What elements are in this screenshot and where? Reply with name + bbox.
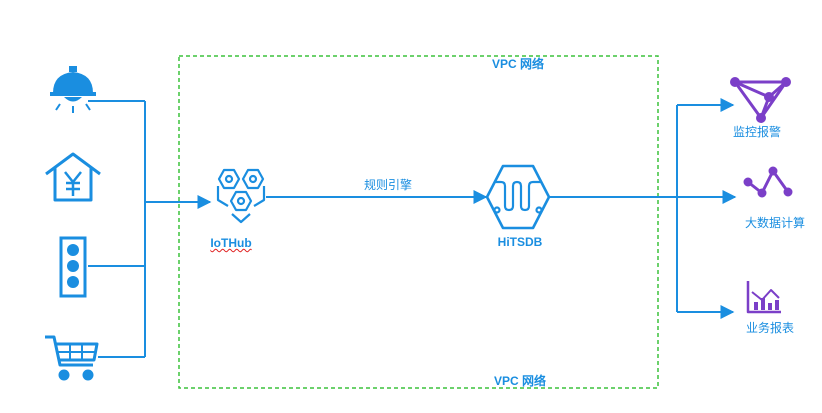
iothub-label: IoTHub (210, 236, 252, 250)
output-label-report: 业务报表 (745, 321, 795, 335)
monitor-triangle-icon (730, 77, 791, 123)
shopping-cart-icon (45, 335, 99, 381)
device-connectors (88, 100, 212, 358)
vpc-label-top: VPC 网络 (491, 57, 545, 71)
output-connectors (550, 98, 737, 319)
lamp-icon (50, 66, 96, 113)
vpc-label-bottom: VPC 网络 (493, 374, 547, 388)
house-yuan-icon (45, 152, 101, 202)
output-label-bigdata: 大数据计算 (744, 216, 806, 230)
iothub-icon (216, 168, 266, 224)
hitsdb-icon (485, 164, 551, 230)
vpc-boundary (178, 55, 659, 389)
traffic-light-icon (59, 236, 87, 298)
line-chart-icon (743, 166, 793, 198)
bar-chart-icon (746, 281, 781, 314)
rule-engine-label: 规则引擎 (363, 178, 413, 192)
hitsdb-label: HiTSDB (497, 235, 543, 249)
output-label-monitor: 监控报警 (732, 125, 782, 139)
